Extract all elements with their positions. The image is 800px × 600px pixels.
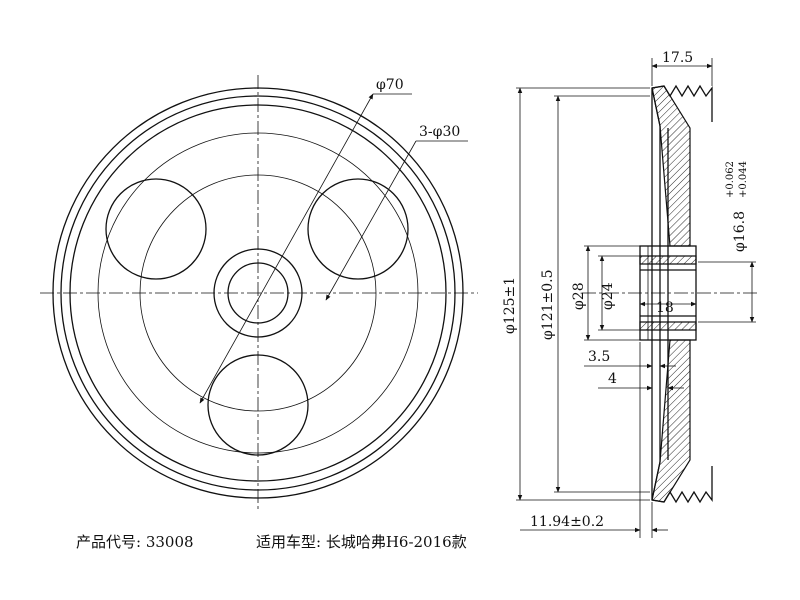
hub-sleeve-bottom bbox=[639, 321, 697, 331]
width-label: 17.5 bbox=[662, 50, 693, 66]
holes-leader bbox=[325, 140, 417, 301]
bore-flange-diameter-label: φ24 bbox=[600, 282, 616, 310]
section-view: φ125±1 φ121±0.5 φ28 φ24 17.5 φ16.8 +0.06… bbox=[502, 50, 760, 538]
dim-4-label: 4 bbox=[608, 371, 617, 387]
hub-length-label: 18 bbox=[656, 300, 674, 316]
wall-line-outer-top bbox=[651, 87, 661, 127]
wall-line-outer-bot bbox=[651, 461, 661, 501]
shaft-tol-upper: +0.062 bbox=[725, 161, 736, 198]
offset-label: 11.94±0.2 bbox=[530, 514, 604, 530]
holes-label: 3-φ30 bbox=[419, 124, 460, 140]
dim-3-5-label: 3.5 bbox=[588, 349, 610, 365]
web-top-section bbox=[651, 85, 691, 247]
hub-sleeve-top bbox=[639, 255, 697, 265]
vehicle-model: 适用车型: 长城哈弗H6-2016款 bbox=[256, 533, 467, 551]
pcd-label: φ70 bbox=[376, 77, 404, 93]
inner-diameter-label: φ121±0.5 bbox=[540, 269, 556, 340]
outer-diameter-label: φ125±1 bbox=[502, 277, 518, 334]
shaft-tol-lower: +0.044 bbox=[738, 161, 749, 198]
product-code: 产品代号: 33008 bbox=[76, 533, 194, 551]
hole-right bbox=[307, 178, 409, 280]
front-view: φ70 3-φ30 bbox=[40, 75, 478, 512]
hole-left bbox=[105, 178, 207, 280]
hub-diameter-label: φ28 bbox=[571, 282, 587, 310]
pcd-leader bbox=[199, 93, 374, 404]
web-bottom-section bbox=[651, 339, 691, 503]
shaft-diameter-label: φ16.8 bbox=[732, 211, 748, 252]
